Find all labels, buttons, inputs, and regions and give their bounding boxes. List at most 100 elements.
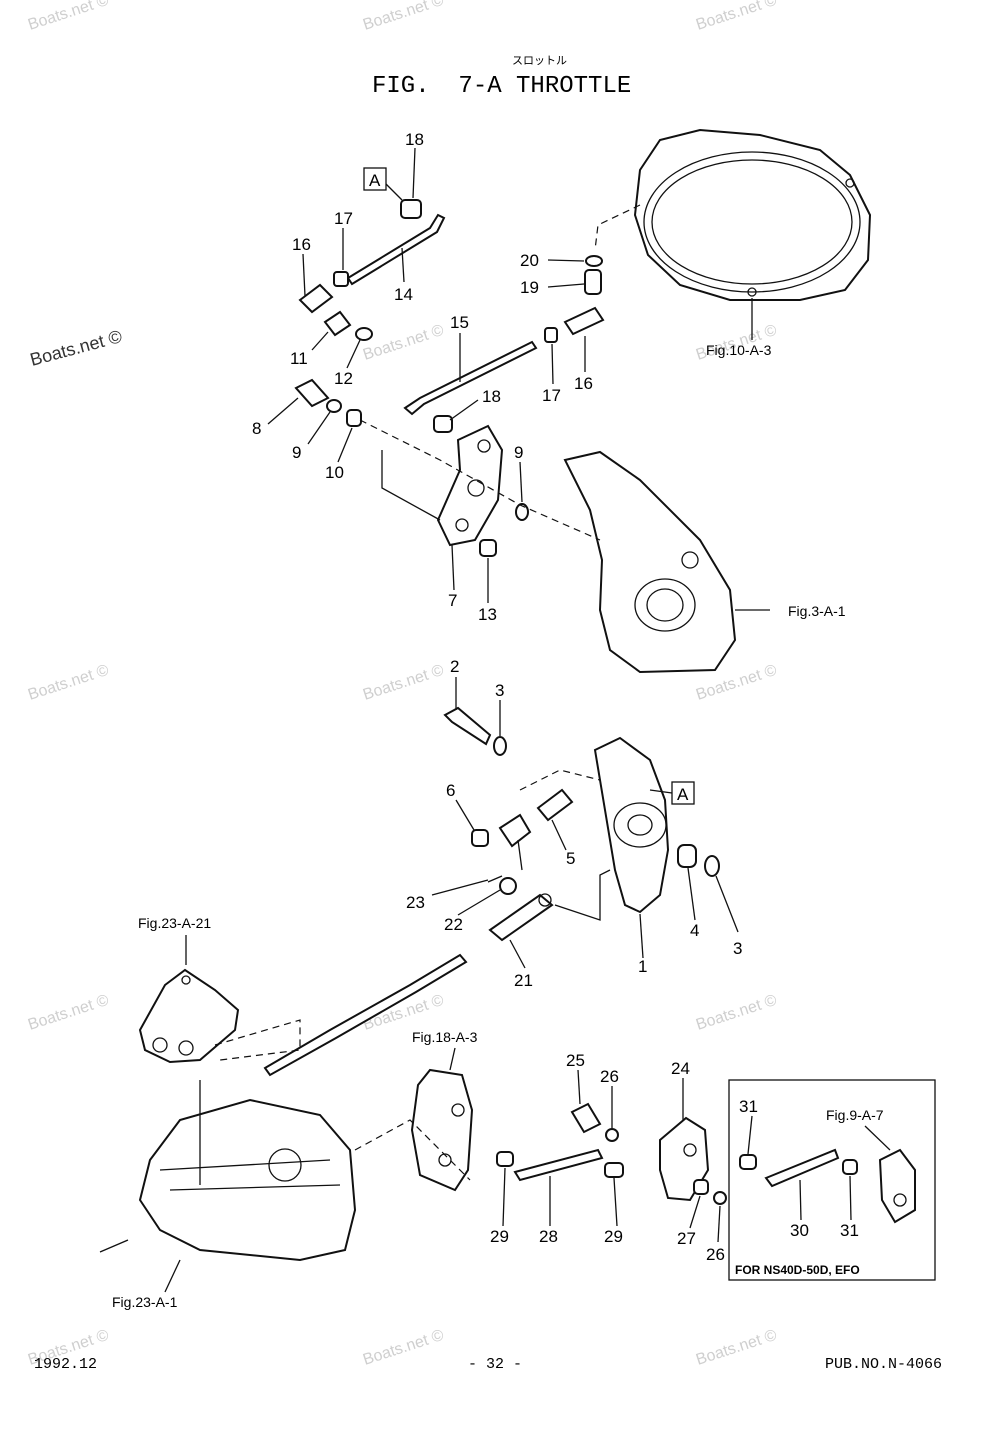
- cable-bracket: [138, 968, 240, 1064]
- part-30-rod: [764, 1148, 840, 1188]
- part-13-nut: [479, 539, 497, 557]
- part-2-bolt: [443, 706, 492, 746]
- ref-fig23-a-1: Fig.23-A-1: [112, 1294, 178, 1310]
- upper-assembly-drawing: [294, 128, 872, 674]
- footer-date: 1992.12: [34, 1356, 97, 1373]
- part-label: 3: [495, 681, 504, 700]
- part-17-nut: [333, 271, 349, 287]
- part-17-nut: [544, 327, 558, 343]
- part-label: 18: [405, 130, 424, 149]
- watermark: Boats.net ©: [694, 992, 779, 1034]
- part-label: 31: [739, 1097, 758, 1116]
- part-11-bolt: [323, 310, 352, 337]
- part-8-bolt: [294, 378, 330, 408]
- callout-label: A: [677, 785, 689, 804]
- throttle-cable: [263, 953, 468, 1077]
- variant-note: FOR NS40D-50D, EFO: [735, 1263, 860, 1277]
- part-label: 24: [671, 1059, 690, 1078]
- part-15-rod: [403, 340, 538, 416]
- part-26-washer: [605, 1128, 619, 1142]
- watermark: Boats.net ©: [26, 992, 111, 1034]
- callout-a-lower: A: [649, 781, 695, 805]
- page-title: FIG. 7-A THROTTLE: [372, 73, 631, 100]
- watermark: Boats.net ©: [361, 662, 446, 704]
- part-label: 18: [482, 387, 501, 406]
- footer-pub: PUB.NO.N-4066: [825, 1356, 942, 1373]
- part-label: 25: [566, 1051, 585, 1070]
- part-31-clip: [842, 1159, 858, 1175]
- watermark: Boats.net ©: [361, 0, 446, 34]
- middle-assembly-drawing: [443, 706, 720, 942]
- part-label: 28: [539, 1227, 558, 1246]
- part-1-throttle-lever: [593, 736, 670, 914]
- part-5-joint: [498, 813, 532, 848]
- part-9-washer: [326, 399, 342, 413]
- part-18-clip: [400, 199, 422, 219]
- part-14-rod: [346, 213, 446, 286]
- part-19-fitting: [584, 269, 602, 295]
- part-label: 29: [604, 1227, 623, 1246]
- footer-page: - 32 -: [468, 1356, 522, 1373]
- part-label: 2: [450, 657, 459, 676]
- part-16-joint: [298, 283, 334, 314]
- part-label: 4: [690, 921, 699, 940]
- part-18-clip: [433, 415, 453, 433]
- ref-fig10-a-3: Fig.10-A-3: [706, 342, 772, 358]
- watermark: Boats.net ©: [694, 1327, 779, 1369]
- watermark: Boats.net ©: [694, 0, 779, 34]
- part-5-stud: [536, 788, 574, 822]
- part-12-washer: [355, 327, 373, 341]
- watermark: Boats.net ©: [361, 322, 446, 364]
- part-label: 13: [478, 605, 497, 624]
- part-28-rod: [513, 1148, 604, 1182]
- part-6-nut: [471, 829, 489, 847]
- callout-a-upper: A: [363, 167, 387, 191]
- part-3-washer: [704, 855, 720, 877]
- part-label: 5: [566, 849, 575, 868]
- part-16-joint: [563, 306, 605, 336]
- ref-fig18-a-3: Fig.18-A-3: [412, 1029, 478, 1045]
- part-label: 17: [334, 209, 353, 228]
- part-label: 19: [520, 278, 539, 297]
- part-label: 16: [574, 374, 593, 393]
- lower-assembly-drawing: [99, 953, 936, 1281]
- part-label: 1: [638, 957, 647, 976]
- variant-note-box: [728, 1079, 936, 1281]
- part-10-collar: [346, 409, 362, 427]
- part-7-lever: [436, 424, 504, 547]
- part-label: 23: [406, 893, 425, 912]
- part-label: 11: [290, 349, 308, 368]
- part-label: 8: [252, 419, 261, 438]
- part-label: 21: [514, 971, 533, 990]
- part-31-clip: [739, 1154, 757, 1170]
- watermark: Boats.net ©: [361, 1327, 446, 1369]
- bracket-fig18: [410, 1068, 474, 1192]
- part-label: 12: [334, 369, 353, 388]
- part-23-pin: [487, 875, 503, 883]
- lever-fig9: [878, 1148, 916, 1224]
- part-label: 10: [325, 463, 344, 482]
- part-label: 15: [450, 313, 469, 332]
- part-29-clip: [604, 1162, 624, 1178]
- watermark-dark: Boats.net ©: [28, 326, 124, 370]
- part-label: 27: [677, 1229, 696, 1248]
- part-21-rod-end: [488, 893, 554, 942]
- part-label: 9: [514, 443, 523, 462]
- watermark: Boats.net ©: [26, 662, 111, 704]
- stator-ring: [594, 128, 872, 340]
- part-label: 31: [840, 1221, 859, 1240]
- engine-bracket: [563, 450, 737, 674]
- part-label: 9: [292, 443, 301, 462]
- part-26-washer: [713, 1191, 727, 1205]
- ref-fig23-a-21: Fig.23-A-21: [138, 915, 211, 931]
- part-label: 3: [733, 939, 742, 958]
- watermark: Boats.net ©: [26, 0, 111, 34]
- part-label: 6: [446, 781, 455, 800]
- part-label: 26: [706, 1245, 725, 1264]
- callout-label: A: [369, 171, 381, 190]
- ref-fig3-a-1: Fig.3-A-1: [788, 603, 846, 619]
- ref-fig9-a-7: Fig.9-A-7: [826, 1107, 884, 1123]
- part-4-collar: [677, 844, 697, 868]
- part-22-washer: [499, 877, 517, 895]
